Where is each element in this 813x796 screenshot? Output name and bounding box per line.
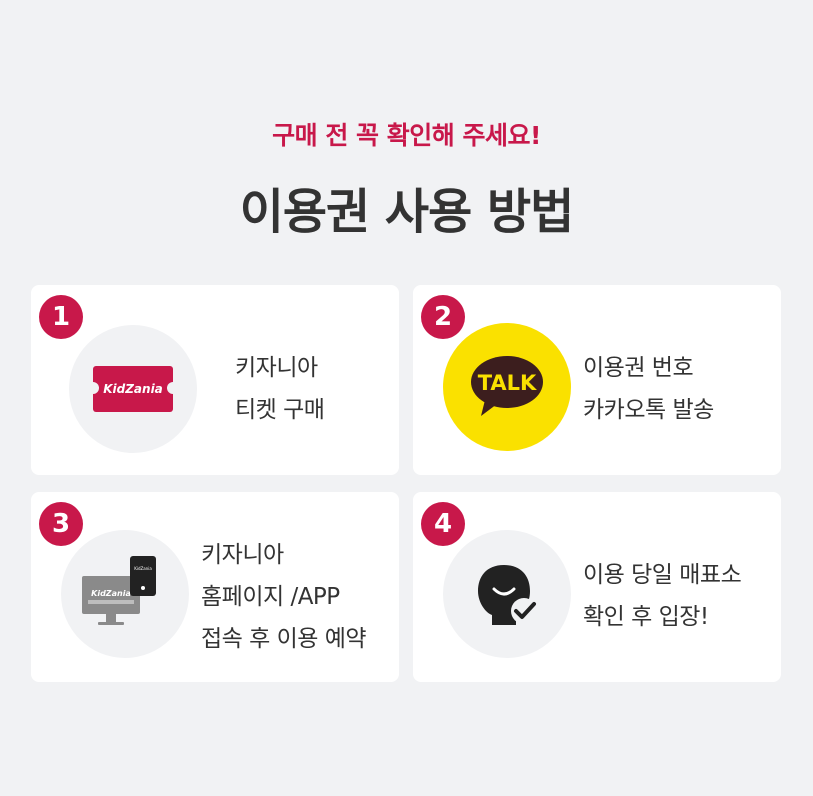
page-title: 이용권 사용 방법 [239, 184, 575, 240]
step-line: 홈페이지 /APP [201, 584, 340, 610]
step-description: 키자니아 홈페이지 /APP 접속 후 이용 예약 [201, 534, 367, 660]
step-description: 이용권 번호 카카오톡 발송 [583, 347, 714, 431]
person-check-icon [443, 530, 571, 658]
step-line: 티켓 구매 [235, 397, 325, 423]
monitor-logo-text: KidZania [91, 589, 131, 598]
step-card-4: 4 이용 당일 매표소 확인 후 입장! [413, 492, 781, 682]
kidzania-ticket-icon: KidZania [69, 325, 197, 453]
step-card-2: 2 TALK 이용권 번호 카카오톡 발송 [413, 285, 781, 475]
talk-text: TALK [478, 371, 537, 395]
step-number-badge: 2 [421, 295, 465, 339]
ticket-shape: KidZania [87, 366, 179, 412]
kakaotalk-icon: TALK [443, 323, 571, 451]
step-number-badge: 4 [421, 502, 465, 546]
step-number-badge: 1 [39, 295, 83, 339]
step-line: 키자니아 [201, 542, 284, 568]
step-line: 카카오톡 발송 [583, 397, 714, 423]
step-card-3: 3 KidZania KidZania 키자니아 홈페이지 /APP 접속 후 … [31, 492, 399, 682]
step-line: 접속 후 이용 예약 [201, 626, 367, 652]
talk-bubble-icon: TALK [471, 356, 543, 416]
step-line: 키자니아 [235, 355, 318, 381]
monitor-phone-svg: KidZania KidZania [82, 556, 156, 625]
step-line: 확인 후 입장! [583, 604, 709, 630]
subtitle: 구매 전 꼭 확인해 주세요! [272, 121, 541, 150]
step-description: 이용 당일 매표소 확인 후 입장! [583, 554, 742, 638]
step-line: 이용권 번호 [583, 355, 694, 381]
ticket-logo-text: KidZania [103, 382, 163, 396]
step-description: 키자니아 티켓 구매 [235, 347, 325, 431]
monitor-phone-icon: KidZania KidZania [61, 530, 189, 658]
step-card-1: 1 KidZania 키자니아 티켓 구매 [31, 285, 399, 475]
person-check-svg [478, 565, 537, 625]
phone-logo-text: KidZania [134, 566, 152, 571]
step-number-badge: 3 [39, 502, 83, 546]
step-line: 이용 당일 매표소 [583, 562, 742, 588]
